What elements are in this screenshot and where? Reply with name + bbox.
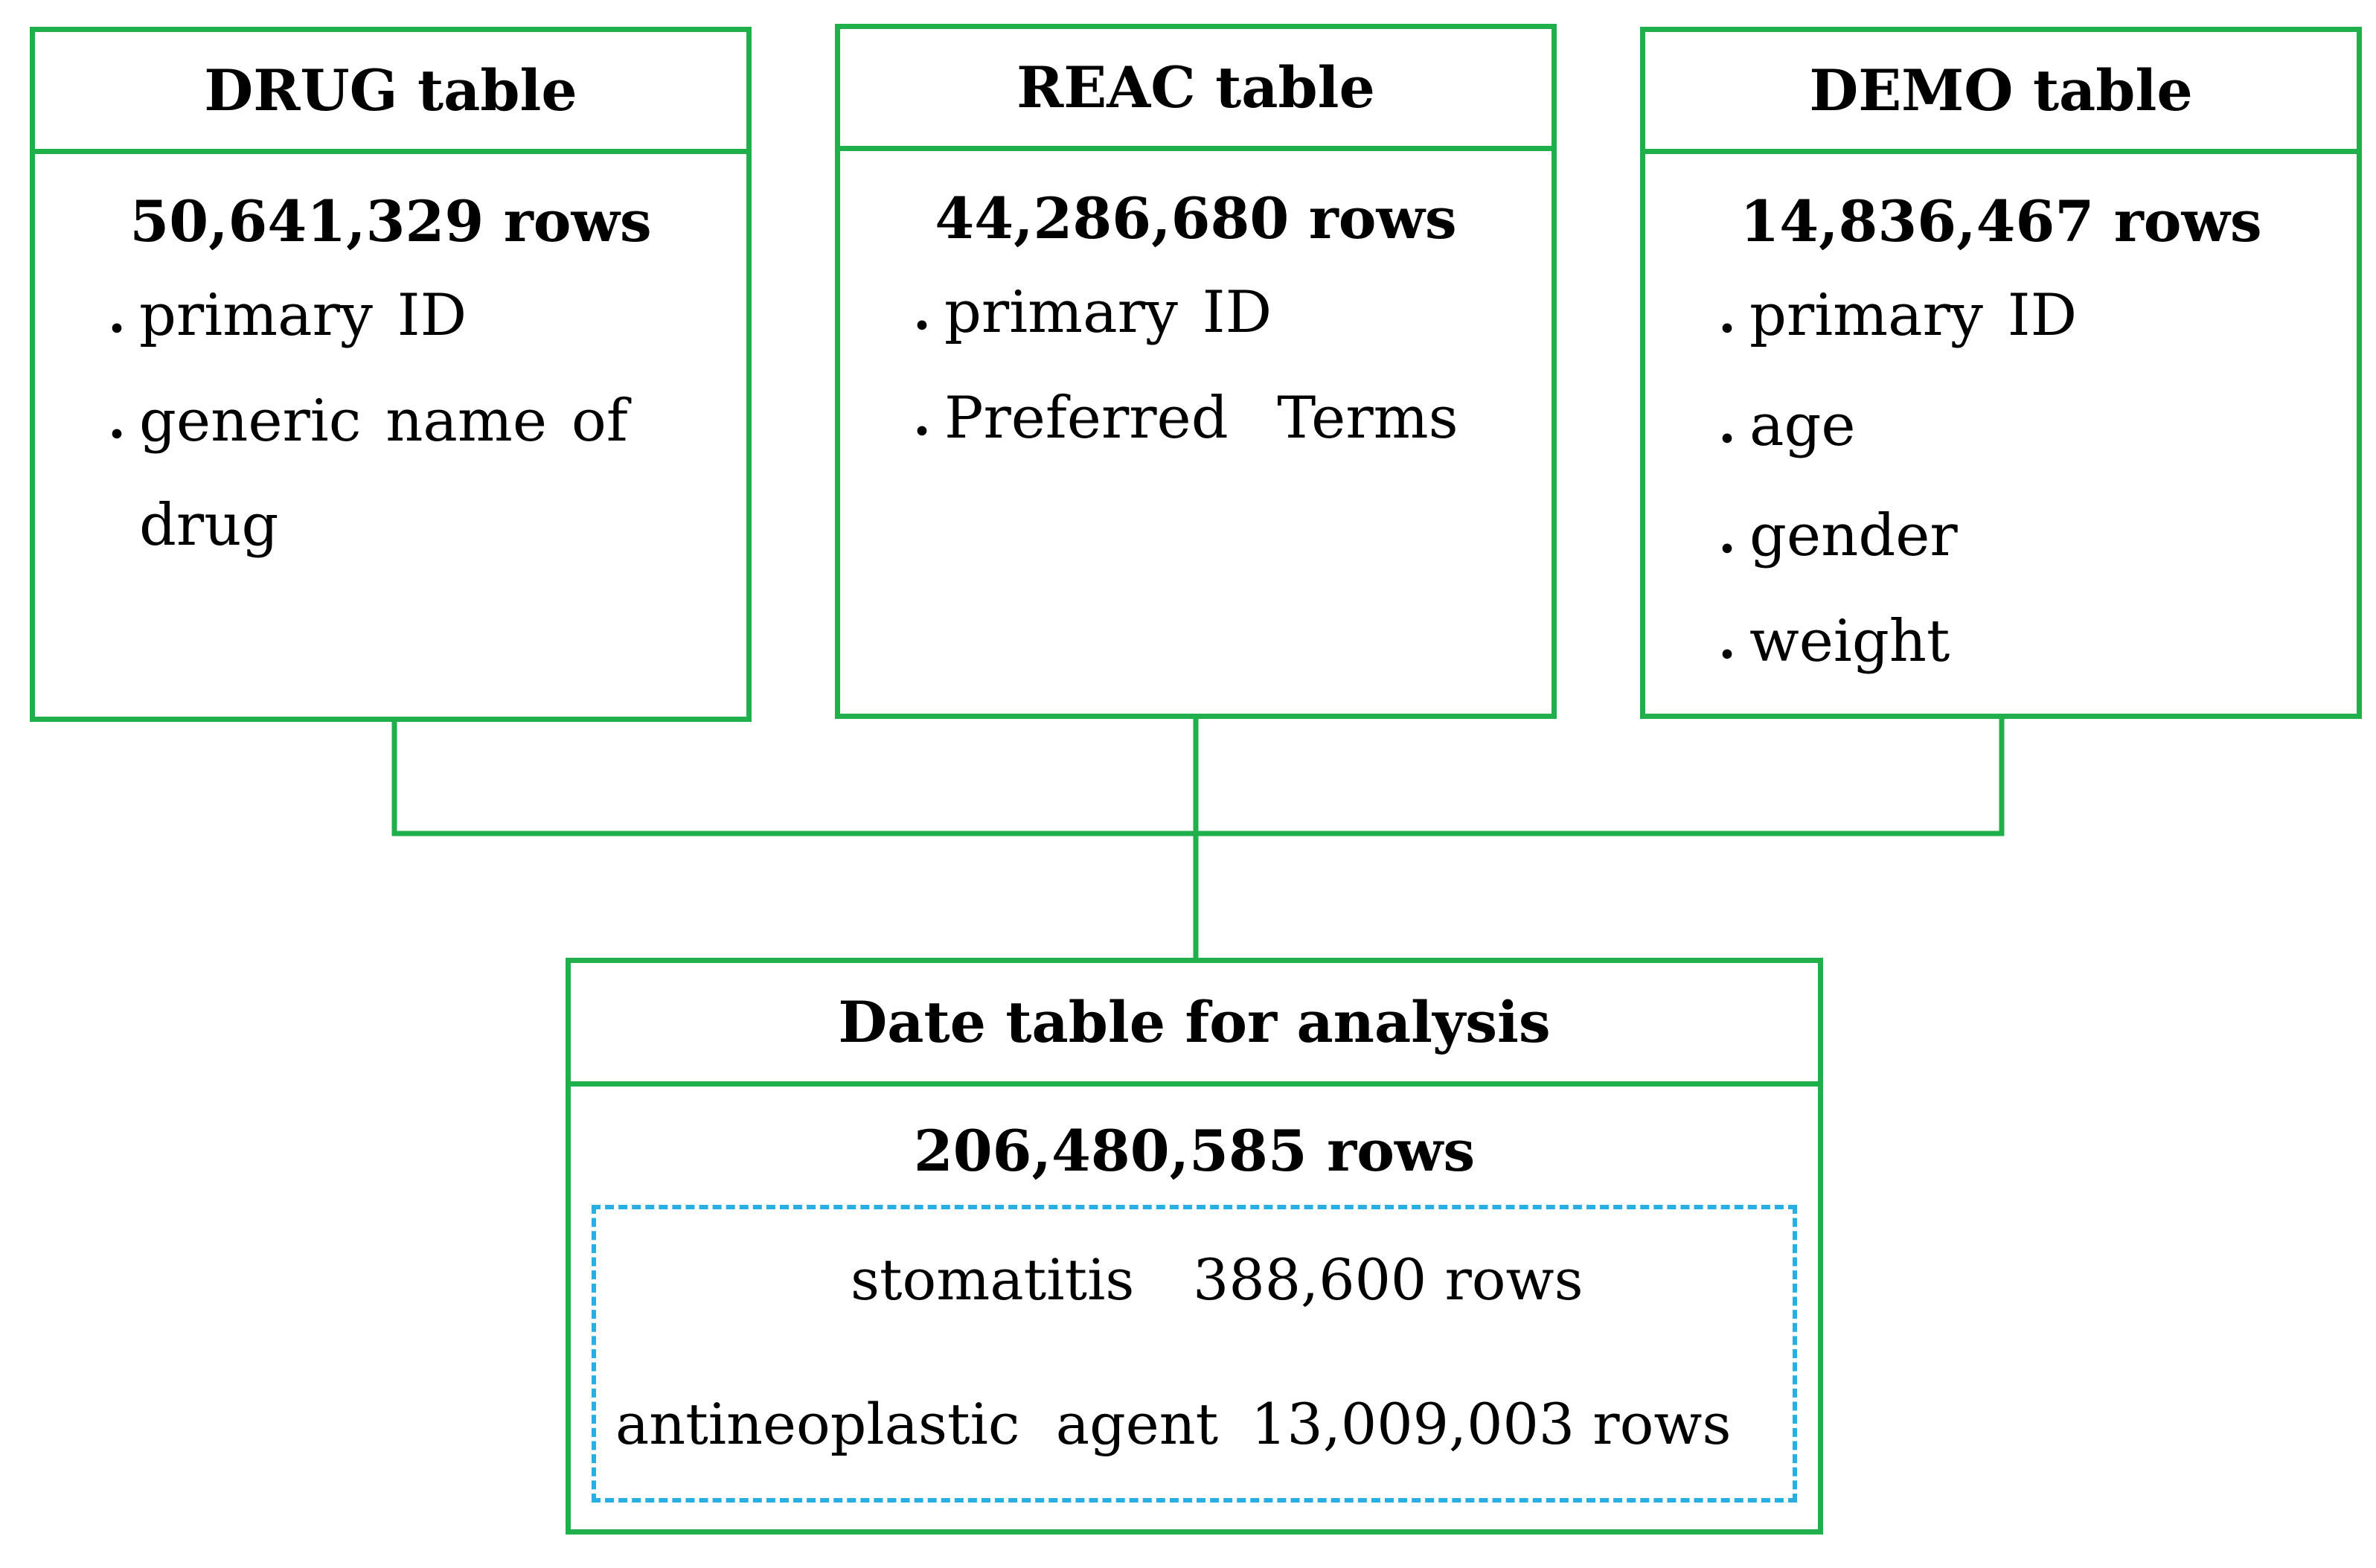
drug-field-generic-name: generic name of bbox=[139, 388, 628, 455]
demo-table-row-count: 14,836,467 rows bbox=[1740, 188, 2262, 255]
drug-table-box: DRUG table 50,641,329 rows ・ primary ID … bbox=[30, 27, 752, 722]
drug-table-row-count: 50,641,329 rows bbox=[129, 188, 652, 255]
demo-table-box: DEMO table 14,836,467 rows ・ primary ID … bbox=[1640, 27, 2362, 719]
drug-field-primary-id: primary ID bbox=[139, 282, 467, 349]
subset-name-stomatitis: stomatitis bbox=[851, 1247, 1135, 1313]
reac-table-box: REAC table 44,286,680 rows ・ primary ID … bbox=[835, 24, 1557, 719]
subset-count-antineoplastic-agent: 13,009,003 rows bbox=[1251, 1391, 1732, 1457]
reac-field-preferred-terms: Preferred Terms bbox=[944, 385, 1458, 452]
subset-name-antineoplastic-agent: antineoplastic agent bbox=[615, 1391, 1219, 1457]
analysis-table-row-count: 206,480,585 rows bbox=[913, 1118, 1476, 1184]
bullet: ・ bbox=[1705, 525, 1749, 577]
bullet: ・ bbox=[95, 410, 139, 462]
drug-field-generic-name-continued: drug bbox=[139, 492, 279, 559]
demo-field-primary-id: primary ID bbox=[1749, 282, 2078, 349]
bullet: ・ bbox=[1705, 415, 1749, 467]
drug-table-title: DRUG table bbox=[35, 32, 746, 154]
demo-table-title: DEMO table bbox=[1645, 32, 2357, 154]
reac-field-primary-id: primary ID bbox=[944, 279, 1272, 346]
reac-table-row-count: 44,286,680 rows bbox=[935, 185, 1457, 252]
analysis-table-box: Date table for analysis 206,480,585 rows… bbox=[566, 958, 1823, 1535]
demo-field-age: age bbox=[1749, 392, 1856, 459]
bullet: ・ bbox=[95, 304, 139, 356]
bullet: ・ bbox=[1705, 304, 1749, 356]
bullet: ・ bbox=[1705, 630, 1749, 682]
analysis-subset-box: stomatitis 388,600 rows antineoplastic a… bbox=[592, 1205, 1797, 1503]
bullet: ・ bbox=[900, 301, 944, 353]
demo-field-gender: gender bbox=[1749, 502, 1958, 569]
subset-count-stomatitis: 388,600 rows bbox=[1193, 1247, 1584, 1313]
reac-table-title: REAC table bbox=[840, 29, 1552, 151]
bullet: ・ bbox=[900, 407, 944, 459]
demo-field-weight: weight bbox=[1749, 608, 1950, 675]
analysis-table-title: Date table for analysis bbox=[571, 963, 1818, 1087]
